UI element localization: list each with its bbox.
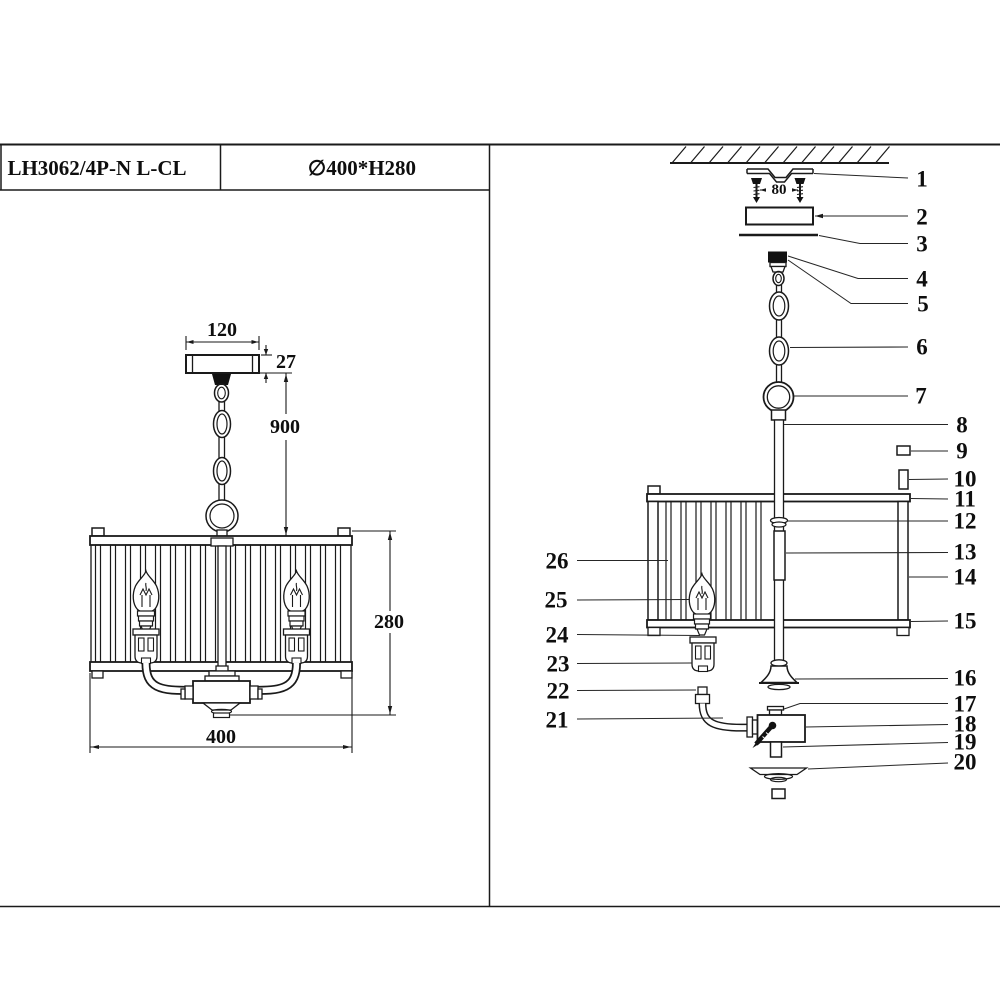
hub-stem xyxy=(769,741,783,758)
callout-26: 26 xyxy=(546,549,569,574)
chain-right-view xyxy=(768,285,790,383)
lamp-arm-exploded xyxy=(698,703,759,738)
callout-6: 6 xyxy=(916,335,928,360)
callout-14: 14 xyxy=(954,565,978,590)
mounting-screw-right xyxy=(794,178,806,203)
callout-20: 20 xyxy=(954,750,977,775)
hanging-ring xyxy=(762,381,795,421)
callout-1: 1 xyxy=(916,167,928,192)
callout-5: 5 xyxy=(917,292,929,317)
callout-8: 8 xyxy=(956,413,968,438)
callout-18: 18 xyxy=(954,712,977,737)
callout-labels-right: 1 2 3 4 5 6 7 8 9 10 11 12 13 14 15 16 1… xyxy=(915,167,977,775)
dim-canopy-height: 27 xyxy=(261,345,296,383)
title-block: LH3062/4P-N L-CL ∅400*H280 xyxy=(7,156,416,180)
callout-17: 17 xyxy=(954,692,977,717)
callout-16: 16 xyxy=(954,666,977,691)
hanging-ring-left-view xyxy=(205,499,239,533)
callout-10: 10 xyxy=(954,467,977,492)
dim-280-label: 280 xyxy=(374,611,404,633)
callout-23: 23 xyxy=(547,652,570,677)
right-view: 80 xyxy=(545,146,977,800)
trumpet-flange xyxy=(759,659,799,691)
candle-sleeve-exploded xyxy=(689,636,717,673)
finial-left-view xyxy=(201,702,242,719)
callout-12: 12 xyxy=(954,509,977,534)
dim-shade-height: 280 xyxy=(230,530,404,716)
callout-4: 4 xyxy=(916,267,928,292)
chain-connector-loop xyxy=(769,261,787,287)
chain-left-view xyxy=(205,374,239,539)
dim-400-label: 400 xyxy=(206,726,236,748)
rod-collar xyxy=(769,516,789,528)
left-view: 120 27 xyxy=(89,319,404,753)
callout-9: 9 xyxy=(956,439,968,464)
center-hub-exploded xyxy=(752,705,806,758)
center-hub-left-view xyxy=(180,665,263,704)
callout-3: 3 xyxy=(916,232,928,257)
rod-sleeve xyxy=(773,530,786,581)
dim-canopy-width: 120 xyxy=(185,319,260,350)
fixture-size: ∅400*H280 xyxy=(308,156,416,180)
callout-13: 13 xyxy=(954,540,977,565)
washer-part xyxy=(896,445,911,456)
dim-shade-diameter: 400 xyxy=(89,673,353,753)
callout-15: 15 xyxy=(954,609,977,634)
callout-11: 11 xyxy=(954,487,976,512)
set-screw xyxy=(752,721,777,748)
arm-end-cap xyxy=(694,686,711,705)
callout-7: 7 xyxy=(915,384,927,409)
terminal-block xyxy=(768,251,787,263)
dim-27-label: 27 xyxy=(276,351,296,373)
callout-labels-left: 26 25 24 23 22 21 xyxy=(545,549,570,733)
dim-screw-spacing: 80 xyxy=(760,182,798,198)
sheet-frame xyxy=(0,143,1000,908)
mounting-screw-left xyxy=(751,178,762,203)
mounting-bracket xyxy=(746,168,814,183)
callout-25: 25 xyxy=(545,588,568,613)
frame-cap-part xyxy=(898,469,909,490)
center-rod-left-view xyxy=(210,537,234,669)
callout-19: 19 xyxy=(954,730,977,755)
callout-22: 22 xyxy=(547,679,570,704)
dim-chain-drop: 900 xyxy=(266,373,304,536)
dim-80-label: 80 xyxy=(772,182,787,198)
callout-21: 21 xyxy=(546,708,569,733)
callout-2: 2 xyxy=(916,205,928,230)
finial-exploded xyxy=(748,767,809,800)
dim-900-label: 900 xyxy=(270,416,300,438)
callout-leaders xyxy=(576,172,949,770)
dim-120-label: 120 xyxy=(207,319,237,341)
model-number: LH3062/4P-N L-CL xyxy=(7,156,186,180)
ceiling-canopy xyxy=(745,206,814,226)
canopy-left-view xyxy=(185,354,292,374)
ceiling-hatch xyxy=(670,146,890,164)
callout-24: 24 xyxy=(546,623,570,648)
